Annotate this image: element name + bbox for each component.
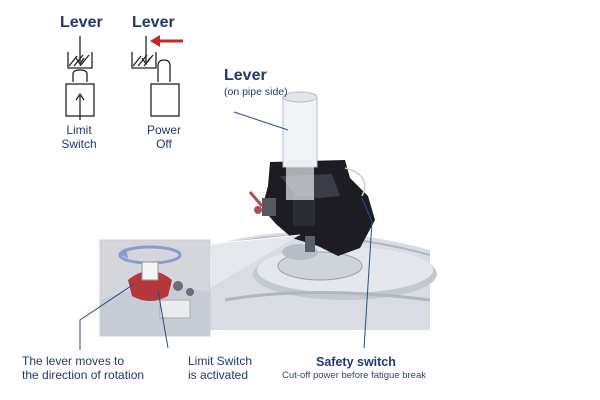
lever-label-middle: Lever xyxy=(132,14,175,31)
leader-lines xyxy=(79,111,373,350)
inset-zoom xyxy=(99,239,211,337)
lever-pipe-sublabel: (on pipe side) xyxy=(224,86,288,98)
lever-moves-caption: The lever moves to the direction of rota… xyxy=(22,354,145,383)
red-arrow-icon xyxy=(150,35,183,47)
limit-activated-line1: Limit Switch xyxy=(188,354,253,368)
power-off-line1: Power xyxy=(146,123,181,137)
limit-switch-schematic xyxy=(65,36,95,120)
limit-activated-caption: Limit Switch is activated xyxy=(188,354,253,383)
lever-moves-line1: The lever moves to xyxy=(22,354,125,368)
lever-label-left: Lever xyxy=(60,14,103,31)
power-off-line2: Off xyxy=(156,136,172,151)
power-off-schematic xyxy=(131,36,180,117)
lever-pipe-label: Lever xyxy=(224,67,267,84)
limit-switch-line2: Switch xyxy=(61,136,97,151)
limit-switch-label: Limit Switch xyxy=(47,123,111,152)
power-off-label: Power Off xyxy=(134,123,194,152)
limit-switch-line1: Limit xyxy=(66,123,92,137)
limit-activated-line2: is activated xyxy=(188,367,249,382)
lever-moves-line2: the direction of rotation xyxy=(22,367,145,382)
machine-photo xyxy=(204,91,437,330)
safety-switch-subtitle: Cut-off power before fatigue break xyxy=(282,370,426,381)
safety-switch-title: Safety switch xyxy=(316,355,396,369)
